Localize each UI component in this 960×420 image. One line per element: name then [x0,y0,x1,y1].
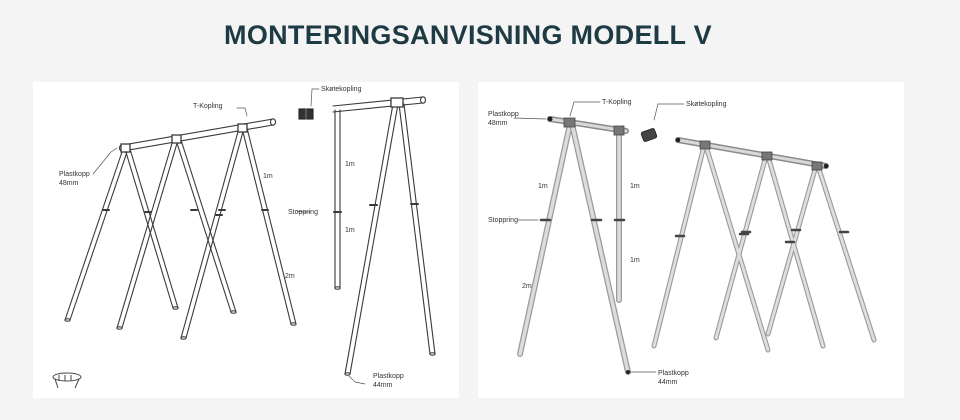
left-label-t-kopling: T-Kopling [193,103,223,110]
left-label-plastkopp-48-line2: 48mm [59,180,79,187]
left-diagram-svg: T-Kopling Skøtekopling Plastkopp 48mm 1m… [52,86,436,389]
right-skotekopling-part [640,128,658,142]
right-label-plastkopp-48-line2: 48mm [488,120,508,127]
right-label-1m-c: 1m [630,257,640,264]
left-frame-legs [64,127,297,340]
right-label-stoppring: Stoppring [488,217,518,224]
right-label-plastkopp-44-line2: 44mm [658,379,678,386]
left-label-stoppring: Stoppring [288,209,318,216]
right-t-couplings [699,140,823,171]
right-left-frame-legs [517,117,631,375]
left-label-1m-a: 1m [263,173,273,180]
left-stop-rings [102,209,269,216]
page-title: MONTERINGSANVISNING MODELL V [224,20,712,50]
right-assembly-diagram: Plastkopp 48mm T-Kopling Skøtekopling 1m… [478,82,904,398]
left-logo-sketch [52,372,82,389]
right-label-t-kopling: T-Kopling [602,99,632,106]
right-leader-lines [513,101,685,373]
left-side-frame [332,96,436,376]
right-label-plastkopp-48-line1: Plastkopp [488,111,519,118]
left-label-skotekopling: Skøtekopling [321,86,362,93]
right-stop-rings [674,228,850,244]
right-label-1m-b: 1m [630,183,640,190]
left-assembly-diagram: T-Kopling Skøtekopling Plastkopp 48mm 1m… [33,82,459,398]
left-label-2m: 2m [285,273,295,280]
left-label-plastkopp-44-line2: 44mm [373,382,393,389]
right-frame-legs-highlight [652,144,876,352]
left-label-1m-b: 1m [345,161,355,168]
right-label-1m-a: 1m [538,183,548,190]
left-label-plastkopp-44-line1: Plastkopp [373,373,404,380]
right-left-top-bar [547,116,629,134]
right-frame-legs [651,143,877,353]
right-label-plastkopp-44-line1: Plastkopp [658,370,689,377]
right-label-skotekopling: Skøtekopling [686,101,727,108]
left-label-1m-c: 1m [345,227,355,234]
left-label-plastkopp-48-line1: Plastkopp [59,171,90,178]
left-leader-lines [92,88,366,385]
right-diagram-svg: Plastkopp 48mm T-Kopling Skøtekopling 1m… [488,99,877,386]
left-t-couplings [120,123,248,153]
right-label-2m: 2m [522,283,532,290]
left-skotekopling-part [298,108,314,120]
